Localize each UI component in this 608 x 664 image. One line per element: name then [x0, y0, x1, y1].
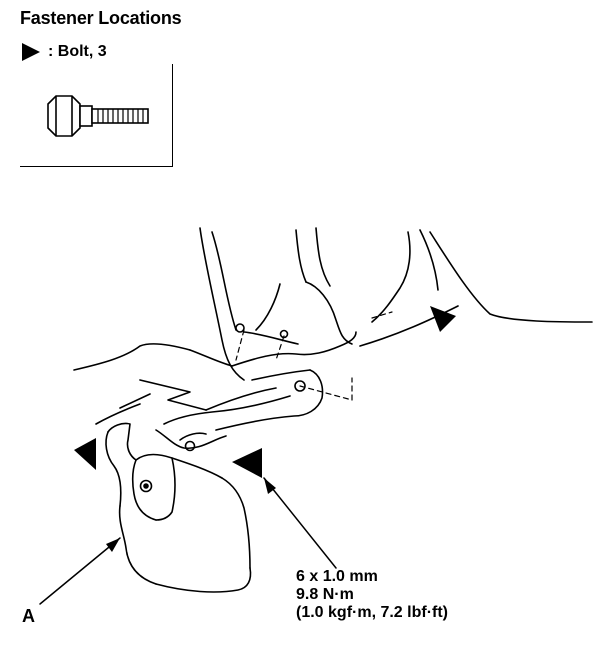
- triangle-pointer-icon: [22, 43, 40, 61]
- hex-bolt-icon: [47, 95, 149, 137]
- bolt-marker-3: [232, 448, 262, 478]
- page-title: Fastener Locations: [20, 8, 182, 28]
- spec-thread: 6 x 1.0 mm: [296, 568, 378, 585]
- legend-label: : Bolt, 3: [48, 43, 107, 60]
- spec-torque-nm: 9.8 N·m: [296, 586, 354, 603]
- bolt-marker-1: [430, 306, 456, 332]
- leader-arrowheads: [106, 478, 276, 552]
- alignment-guides: [235, 311, 393, 401]
- bolt-markers: [74, 306, 456, 478]
- leader-line-a: [39, 537, 121, 605]
- mudguard-a: [105, 422, 252, 593]
- bolt-marker-2: [74, 438, 96, 470]
- mounting-bracket: [155, 323, 357, 452]
- torque-spec: 6 x 1.0 mm 9.8 N·m (1.0 kgf·m, 7.2 lbf·f…: [296, 568, 448, 622]
- leader-line-spec: [263, 477, 337, 569]
- floor-panel: [73, 343, 277, 425]
- fastener-legend: : Bolt, 3: [20, 42, 107, 62]
- spec-torque-alt: (1.0 kgf·m, 7.2 lbf·ft): [296, 604, 449, 621]
- body-panel: [199, 227, 593, 381]
- leader-lines: [39, 477, 337, 605]
- legend-frame: [20, 64, 173, 167]
- part-label-a: A: [22, 606, 35, 626]
